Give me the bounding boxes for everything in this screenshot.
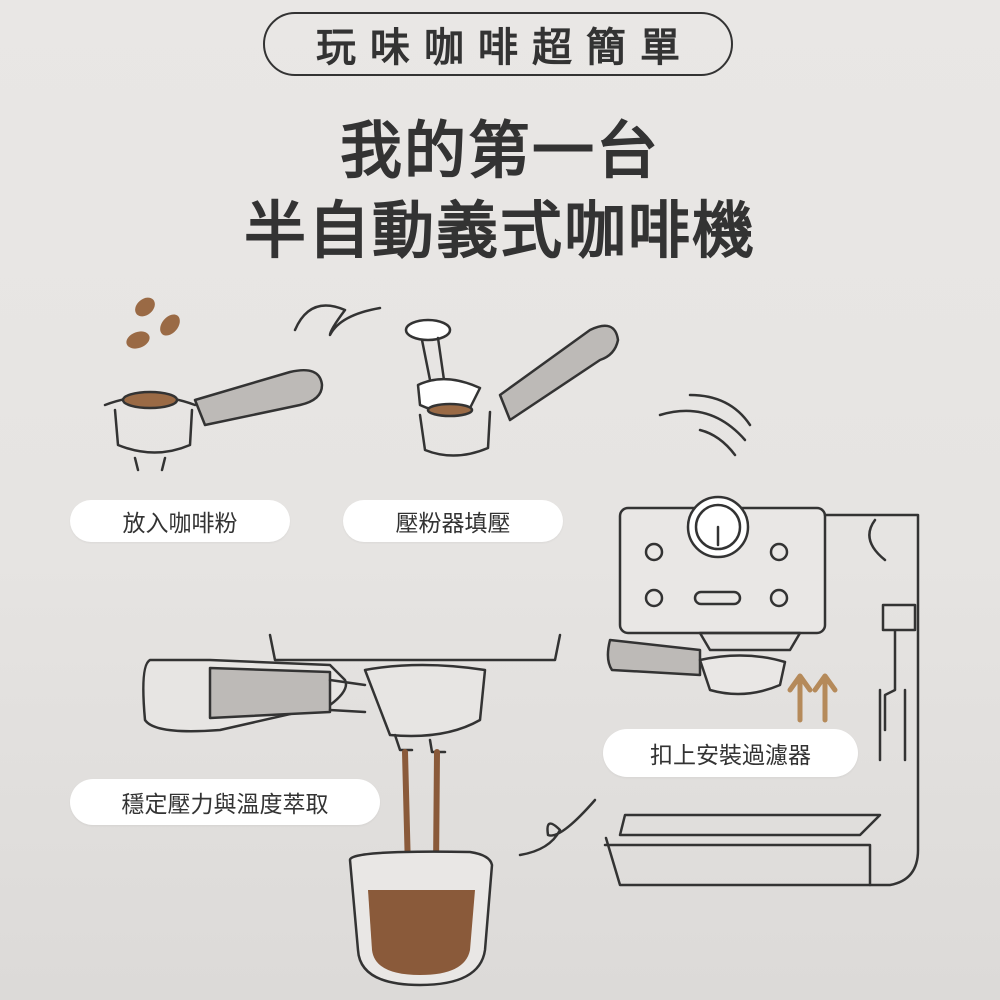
tagline-badge: 玩味咖啡超簡單	[263, 12, 733, 76]
up-arrow-icon	[787, 673, 838, 723]
brewing-portafilter-icon	[142, 633, 562, 754]
coffee-beans-icon	[126, 297, 180, 349]
step-extract: 穩定壓力與溫度萃取	[70, 779, 380, 825]
step-tamp: 壓粉器填壓	[343, 500, 563, 542]
step-attach-filter: 扣上安裝過濾器	[603, 729, 858, 777]
title-line-1: 我的第一台	[339, 114, 660, 187]
portafilter-1-icon	[103, 368, 324, 472]
step-add-coffee-grounds: 放入咖啡粉	[70, 500, 290, 542]
glass-cup-icon	[348, 850, 494, 987]
portafilter-tamper-icon	[404, 318, 620, 457]
espresso-machine-icon	[603, 495, 920, 887]
title-line-2: 半自動義式咖啡機	[243, 194, 756, 267]
